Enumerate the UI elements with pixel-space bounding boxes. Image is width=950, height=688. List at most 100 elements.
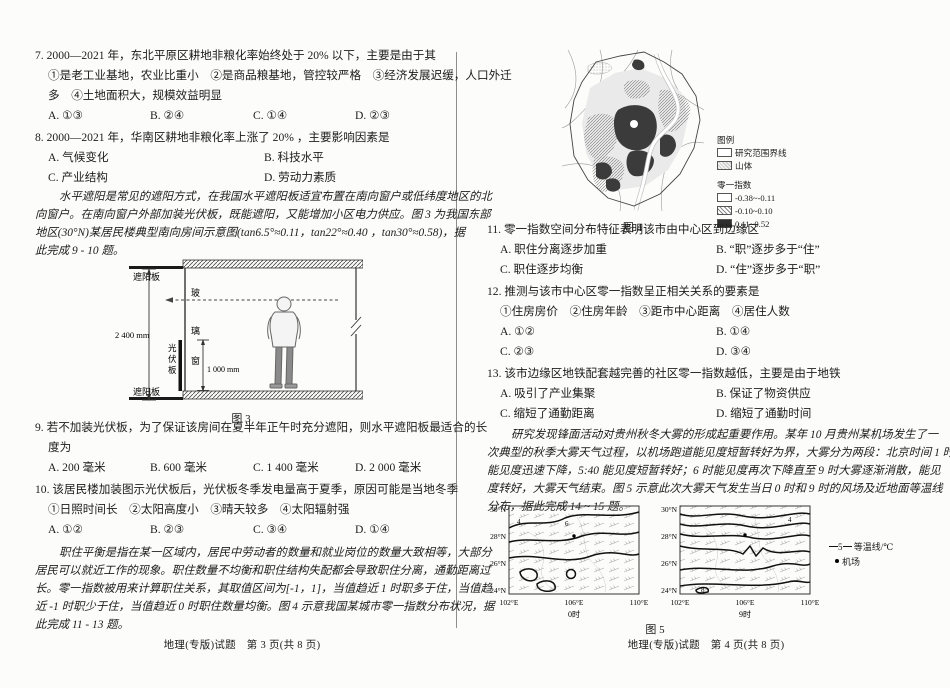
airport-marker [572, 534, 576, 538]
svg-text:30°N: 30°N [490, 505, 506, 514]
option-c: C. 产业结构 [48, 171, 108, 184]
wind-field-map-0h: 4 6 30°N 28°N 26°N 24°N 102°E 106°E 110°… [490, 505, 649, 619]
option-a: A. 200 毫米 [48, 461, 106, 474]
bottom-sunshade-board [129, 397, 183, 400]
figure-4-caption: 图 4 [622, 222, 643, 234]
pv-panel [178, 340, 182, 391]
province-borders [526, 516, 606, 593]
options-row: A. 200 毫米 B. 600 毫米 C. 1 400 毫米 D. 2 000… [35, 458, 449, 478]
options-row: A. ①② B. ①④ C. ②③ D. ③④ [487, 322, 925, 362]
figure-4-legend: 图例 研究范围界线 山体 零一指数 -0.38~-0.11 -0.10~0.10… [717, 134, 787, 231]
legend-range-mid: -0.10~0.10 [717, 205, 787, 218]
wind-field-map-9h: 4 8 30°N 28°N 26°N 24°N 102°E 106°E 110°… [661, 505, 820, 619]
question-12: 12. 推测与该市中心区零一指数呈正相关关系的要素是 ①住房房价 ②住房年龄 ③… [487, 282, 925, 362]
legend-label: 山体 [735, 161, 753, 171]
question-text: ①日照时间长 ②太阳高度小 ③晴天较多 ④太阳辐射强 [48, 503, 350, 516]
city-center-hole [630, 120, 638, 128]
options-row: A. ①③ B. ②④ C. ①④ D. ②③ [35, 106, 449, 126]
option-a: A. ①② [48, 523, 83, 536]
question-text: ①住房房价 ②住房年龄 ③距市中心距离 ④居住人数 [500, 305, 790, 318]
isotherm-legend-row: 5 等温线/℃ [829, 540, 893, 555]
para-line: 向窗户。在南向窗户外部加装光伏板，既能遮阳，又能增加小区电力供应。图 3 为我国… [35, 209, 491, 221]
legend-label: 研究范围界线 [735, 148, 787, 158]
river [634, 53, 680, 211]
glass-label-top: 玻 [191, 287, 200, 298]
option-b: B. 600 毫米 [150, 461, 208, 474]
para-line: 此完成 11 - 13 题。 [35, 619, 130, 631]
airport-dot-icon [835, 559, 839, 563]
option-a: A. ①③ [48, 109, 83, 122]
airport-marker [743, 533, 747, 537]
bottom-sunshade-label: 遮阳板 [133, 386, 160, 397]
question-7: 7. 2000—2021 年，东北平原区耕地非粮化率始终处于 20% 以下，主要… [35, 46, 512, 126]
para-line: 此完成 9 - 10 题。 [35, 245, 125, 257]
stimulus-paragraph-sunshade: 水平遮阳是常见的遮阳方式，在我国水平遮阳板适宜布置在南向窗户或低纬度地区的北 向… [35, 188, 492, 260]
isotherm-line-icon [829, 546, 838, 547]
map-frame [508, 505, 640, 595]
lon-ticks: 102°E 106°E 110°E [671, 598, 820, 607]
pv-label-char: 伏 [168, 354, 177, 364]
question-text: 10. 该居民楼加装图示光伏板后，光伏板冬季发电量高于夏季，原因可能是当地冬季 [35, 483, 459, 496]
figure-3-room-diagram: 遮阳板 遮阳板 玻 璃 窗 光 伏 板 2 400 mm [113, 254, 369, 426]
lat-ticks: 30°N 28°N 26°N 24°N [490, 505, 506, 595]
isotherm-line-icon [842, 546, 852, 547]
option-c: C. 1 400 毫米 [253, 461, 319, 474]
para-line: 能见度迅速下降，5:40 能见度短暂转好；6 时能见度再次下降直至 9 时大雾逐… [487, 465, 941, 477]
svg-text:26°N: 26°N [661, 559, 677, 568]
svg-text:102°E: 102°E [671, 598, 690, 607]
top-sunshade-label: 遮阳板 [133, 271, 160, 282]
legend-label: -0.38~-0.11 [735, 193, 776, 203]
question-11: 11. 零一指数空间分布特征表明该市由中心区到边缘区 A. 职住分离逐步加重 B… [487, 220, 925, 280]
svg-text:102°E: 102°E [500, 598, 519, 607]
para-line: 次典型的秋季大雾天气过程，以机场跑道能见度短暂转好为界，大雾分为两段：北京时间 … [487, 447, 950, 459]
isotherms [508, 511, 640, 593]
stimulus-paragraph-jobs-housing: 职住平衡是指在某一区域内，居民中劳动者的数量和就业岗位的数量大致相等，大部分 居… [35, 544, 494, 634]
question-text: 7. 2000—2021 年，东北平原区耕地非粮化率始终处于 20% 以下，主要… [35, 49, 436, 62]
option-d: D. 劳动力素质 [264, 171, 337, 184]
option-c: C. ②③ [500, 345, 535, 358]
option-b: B. 保证了物资供应 [716, 387, 811, 400]
contour-label: 4 [517, 518, 521, 526]
options-row: A. ①② B. ②③ C. ③④ D. ①④ [35, 520, 449, 540]
option-c: C. 缩短了通勤距离 [500, 407, 595, 420]
glass-label-bottom: 璃 [191, 325, 200, 336]
map-frame [679, 505, 811, 595]
figure-4-city-map: 图例 研究范围界线 山体 零一指数 -0.38~-0.11 -0.10~0.10… [487, 48, 925, 240]
svg-text:28°N: 28°N [661, 532, 677, 541]
option-a: A. 职住分离逐步加重 [500, 243, 607, 256]
svg-text:110°E: 110°E [630, 598, 649, 607]
window-label: 窗 [191, 355, 200, 366]
pv-label-char: 板 [168, 365, 177, 375]
legend-label: -0.10~0.10 [735, 206, 773, 216]
option-b: B. ①④ [716, 325, 751, 338]
question-text: 13. 该市边缘区地铁配套越完善的社区零一指数越低，主要是由于地铁 [487, 367, 841, 380]
isotherm-label: 等温线/℃ [853, 542, 894, 552]
lat-ticks: 30°N 28°N 26°N 24°N [661, 505, 677, 595]
option-c: C. 职住逐步均衡 [500, 263, 584, 276]
para-line: 度转好，大雾天气结束。图 5 示意此次大雾天气发生当日 0 时和 9 时的风场及… [487, 483, 943, 495]
legend-label: 0.11~0.52 [735, 219, 770, 229]
page-4-footer: 地理(专版)试题 第 4 页(共 8 页) [627, 640, 785, 651]
contour-label: 6 [565, 520, 569, 528]
option-b: B. “职”逐步多于“住” [716, 243, 820, 256]
para-line: 居民可以就近工作的现象。职住数量不均衡和职住结构失配都会导致职住分离，通勤距离过 [35, 565, 491, 577]
legend-boundary: 研究范围界线 [717, 147, 787, 160]
floor-slab [182, 390, 364, 400]
options-row: A. 气候变化 B. 科技水平 C. 产业结构 D. 劳动力素质 [35, 148, 449, 188]
question-text: 9. 若不加装光伏板，为了保证该房间在夏半年正午时充分遮阳，则水平遮阳板最适合的… [35, 421, 488, 434]
option-c: C. ①④ [253, 109, 288, 122]
isotherm-value: 5 [838, 542, 843, 552]
right-wall-break [350, 268, 362, 391]
mid-swatch [717, 206, 732, 215]
isotherms [679, 512, 811, 594]
question-text: 度为 [48, 441, 72, 454]
para-line: 研究发现锋面活动对贵州秋冬大雾的形成起重要作用。某年 10 月贵州某机场发生了一 [511, 429, 939, 441]
zero-one-index-map [561, 49, 705, 212]
question-13: 13. 该市边缘区地铁配套越完善的社区零一指数越低，主要是由于地铁 A. 吸引了… [487, 364, 925, 424]
option-b: B. ②③ [150, 523, 185, 536]
low-swatch [717, 193, 732, 202]
question-9: 9. 若不加装光伏板，为了保证该房间在夏半年正午时充分遮阳，则水平遮阳板最适合的… [35, 418, 488, 478]
legend-range-low: -0.38~-0.11 [717, 192, 787, 205]
option-d: D. 2 000 毫米 [355, 461, 422, 474]
map-time-label: 9时 [739, 609, 751, 619]
